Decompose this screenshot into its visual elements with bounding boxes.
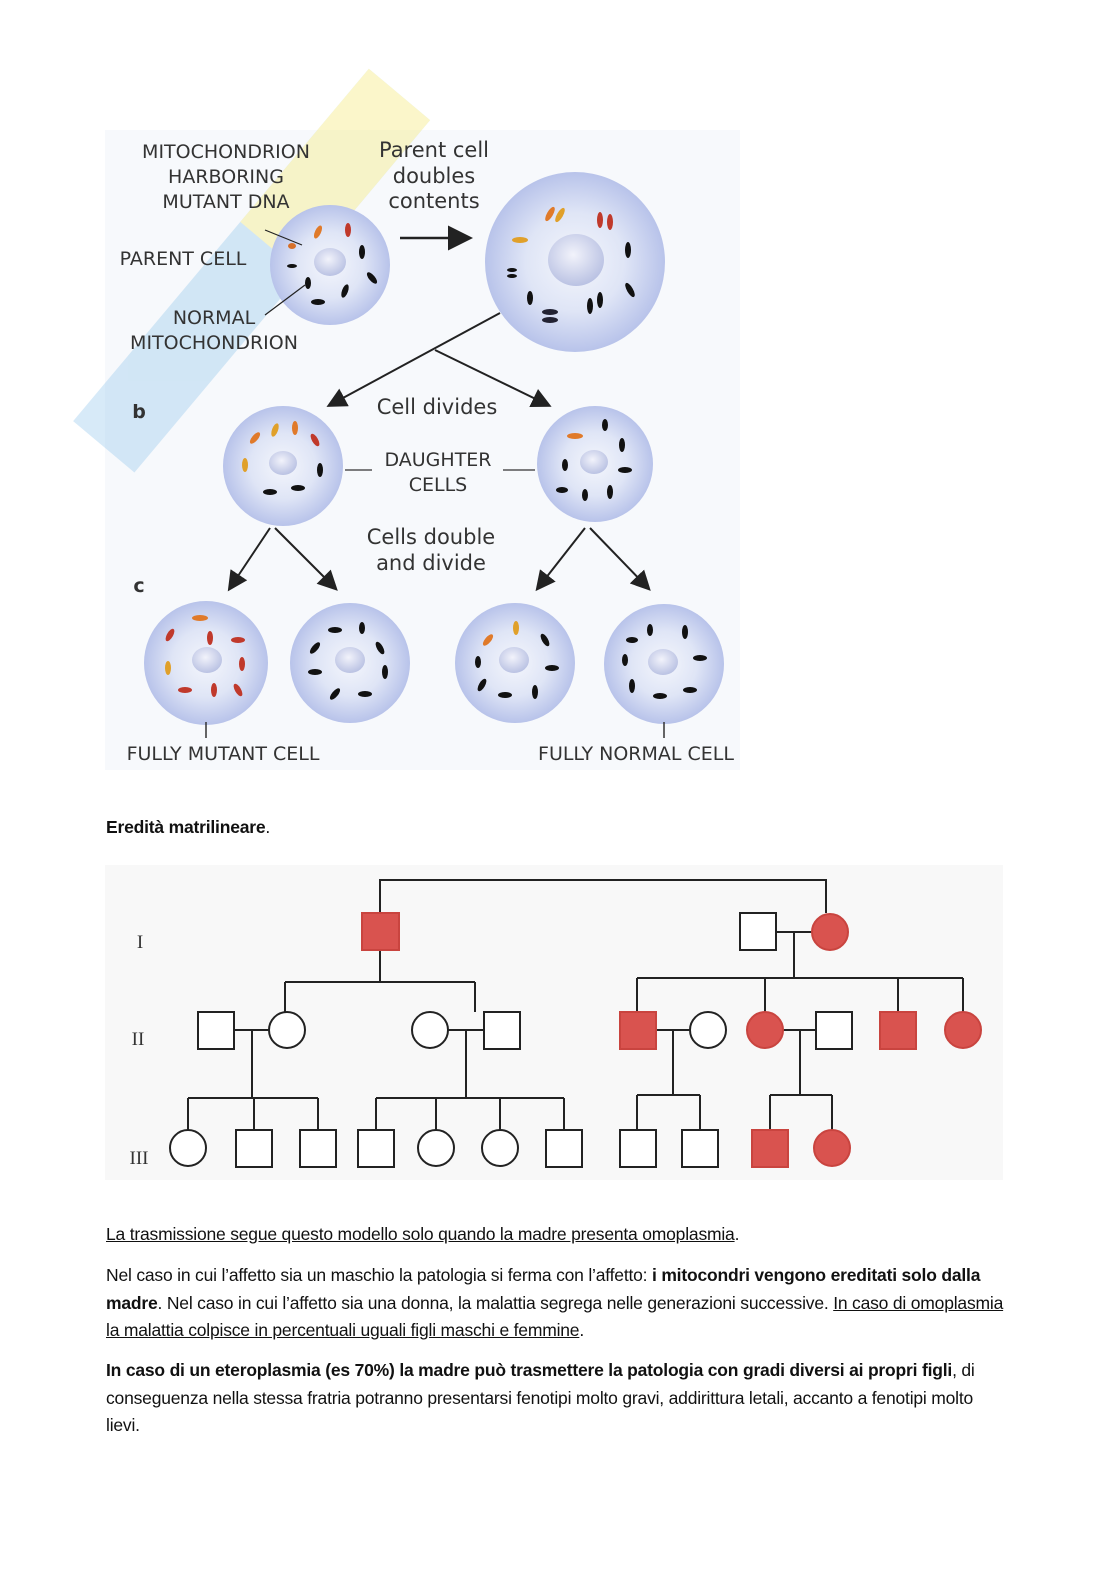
label-mutant-line2: HARBORING [168, 166, 284, 188]
generation-label-III: III [130, 1148, 149, 1169]
p2-b: . Nel caso in cui l’affetto sia una donn… [157, 1292, 834, 1313]
fully-normal-cell [604, 604, 724, 724]
paragraph-2: Nel caso in cui l’affetto sia un maschio… [106, 1262, 1006, 1345]
p2-underlined: In caso di omoplasmia la malattia colpis… [106, 1292, 1004, 1341]
paragraph-3: In caso di un eteroplasmia (es 70%) la m… [106, 1357, 1006, 1440]
p2-a: Nel caso in cui l’affetto sia un maschio… [106, 1265, 652, 1285]
pedigree-female-III-affected [813, 1129, 851, 1167]
pedigree-female-II-affected [944, 1011, 982, 1049]
pedigree-male-I-1-affected [361, 912, 400, 951]
label-fully-normal: FULLY NORMAL CELL [538, 743, 734, 765]
pedigree-male-II [483, 1011, 521, 1050]
pedigree-male-III-affected [751, 1129, 789, 1168]
pedigree-male-II-affected [879, 1011, 917, 1050]
mixed-cell [455, 603, 575, 723]
paragraph-1: La trasmissione segue questo modello sol… [106, 1221, 1006, 1249]
pedigree-female-III [481, 1129, 519, 1167]
label-double-divide-line2: and divide [376, 551, 486, 575]
p1-end: . [734, 1224, 740, 1244]
heading-text: Eredità matrilineare [106, 817, 266, 837]
parent-cell [270, 205, 390, 325]
watermark [73, 68, 431, 473]
doubled-parent-cell [485, 172, 665, 352]
pedigree-male-III [681, 1129, 719, 1168]
daughter-cell-right [537, 406, 653, 522]
pedigree-male-II [815, 1011, 853, 1050]
pedigree-female-III [169, 1129, 207, 1167]
generation-label-I: I [137, 932, 143, 953]
pedigree-male-I-2 [739, 912, 777, 951]
pedigree-female-II [689, 1011, 727, 1049]
p3-bold: In caso di un eteroplasmia (es 70%) la m… [106, 1360, 953, 1380]
pedigree-male-III [545, 1129, 583, 1168]
label-mutant-line3: MUTANT DNA [162, 191, 289, 213]
pedigree-male-II [197, 1011, 235, 1050]
pedigree-female-II-affected [746, 1011, 784, 1049]
p3-rest: , di conseguenza nella stessa fratria po… [106, 1360, 975, 1435]
pedigree-female-I-3-affected [811, 913, 849, 951]
label-c: c [133, 575, 144, 597]
fully-mutant-cell [144, 601, 268, 725]
label-parent-cell: PARENT CELL [120, 248, 247, 270]
pedigree-female-II [411, 1011, 449, 1049]
pedigree-male-III [235, 1129, 273, 1168]
label-fully-mutant: FULLY MUTANT CELL [127, 743, 320, 765]
label-normal-line2: MITOCHONDRION [130, 332, 298, 354]
p2-bold: i mitocondri vengono ereditati solo dall… [106, 1265, 981, 1313]
daughter-cell-left [223, 406, 343, 526]
pedigree-male-III [299, 1129, 337, 1168]
label-b: b [132, 401, 146, 423]
normal-cell-1 [290, 603, 410, 723]
label-doubles-line2: doubles [393, 164, 476, 188]
pedigree-female-III [417, 1129, 455, 1167]
label-doubles-line3: contents [388, 189, 479, 213]
pedigree-male-II-affected [619, 1011, 657, 1050]
pedigree-female-II [268, 1011, 306, 1049]
pedigree-chart: I II III [129, 879, 982, 1169]
label-daughter-line2: CELLS [409, 474, 468, 496]
label-double-divide-line1: Cells double [367, 525, 495, 549]
heading-period: . [265, 817, 271, 837]
mitochondria-segregation-figure: MITOCHONDRION HARBORING MUTANT DNA Paren… [73, 68, 735, 765]
label-normal-line1: NORMAL [173, 307, 256, 329]
label-daughter-line1: DAUGHTER [384, 449, 491, 471]
pedigree-male-III [619, 1129, 657, 1168]
p2-end: . [579, 1320, 585, 1340]
label-mutant-line1: MITOCHONDRION [142, 141, 310, 163]
label-cell-divides: Cell divides [377, 395, 498, 419]
section-heading: Eredità matrilineare. [106, 814, 1006, 842]
generation-label-II: II [132, 1029, 145, 1050]
pedigree-male-III [357, 1129, 395, 1168]
p1-underlined: La trasmissione segue questo modello sol… [106, 1224, 735, 1244]
label-doubles-line1: Parent cell [379, 138, 489, 162]
